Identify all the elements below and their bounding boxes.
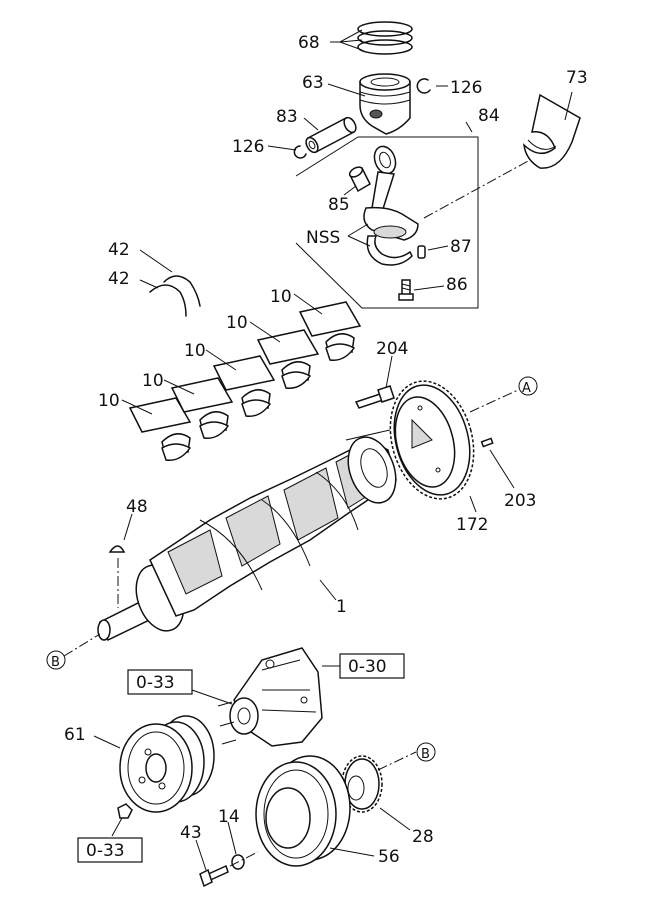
gear-bolt [354, 355, 395, 409]
svg-text:0-30: 0-30 [348, 657, 387, 677]
callout-10-a: 10 [98, 391, 120, 411]
reference-0-30[interactable]: 0-30 [339, 653, 405, 679]
conrod-group-frame [295, 121, 479, 309]
connecting-rod [363, 145, 531, 266]
callout-73: 73 [566, 68, 588, 88]
crank-pulley [93, 715, 215, 813]
dowel-pin [417, 245, 449, 259]
svg-text:B: B [421, 747, 430, 762]
callout-83: 83 [276, 107, 298, 127]
callout-63: 63 [302, 73, 324, 93]
callout-14: 14 [218, 807, 240, 827]
circlip-lower [267, 145, 307, 159]
oil-pump-gear [341, 751, 417, 831]
callout-1: 1 [336, 597, 347, 617]
main-bearing-3 [205, 349, 276, 417]
crankshaft-gear [389, 380, 477, 513]
callout-126-upper: 126 [450, 78, 482, 98]
pulley-bolt [195, 839, 229, 888]
pulley-nut [111, 803, 133, 837]
circlip-upper [416, 78, 448, 94]
nss-leader [347, 223, 371, 247]
vibration-damper [255, 755, 375, 867]
bearing-line [345, 429, 391, 441]
main-bearing-2 [163, 377, 234, 439]
svg-text:0-33: 0-33 [136, 673, 175, 693]
callout-204: 204 [376, 339, 408, 359]
crankshaft [97, 436, 397, 642]
conrod-bolt [398, 279, 445, 301]
callout-42-upper: 42 [108, 240, 130, 260]
callout-86: 86 [446, 275, 468, 295]
callout-126-lower: 126 [232, 137, 264, 157]
ref-b-line [63, 633, 101, 657]
piston [327, 73, 411, 135]
callout-42-lower: 42 [108, 269, 130, 289]
reference-0-33-top[interactable]: 0-33 [127, 669, 193, 695]
svg-text:0-33: 0-33 [86, 841, 125, 861]
small-end-bushing [343, 166, 371, 196]
marker-a: A [518, 376, 538, 396]
thrust-washers [139, 249, 201, 317]
callout-28: 28 [412, 827, 434, 847]
main-bearing-1 [121, 397, 192, 461]
callout-10-d: 10 [226, 313, 248, 333]
piston-pin [303, 116, 357, 154]
center-line [229, 851, 259, 867]
callout-68: 68 [298, 33, 320, 53]
main-bearing-set [121, 293, 362, 461]
callout-10-c: 10 [184, 341, 206, 361]
callout-87: 87 [450, 237, 472, 257]
callout-56: 56 [378, 847, 400, 867]
gear-pin [480, 437, 515, 489]
svg-text:A: A [522, 381, 531, 396]
callout-48: 48 [126, 497, 148, 517]
callout-labels: 68 63 126 73 83 84 126 85 NSS 87 86 42 4… [64, 33, 588, 867]
reference-0-33-bottom[interactable]: 0-33 [77, 837, 143, 863]
main-bearing-5 [293, 293, 362, 361]
callout-10-e: 10 [270, 287, 292, 307]
spacer [227, 821, 245, 870]
woodruff-key [108, 513, 133, 608]
callout-85: 85 [328, 195, 350, 215]
main-bearing-4 [249, 321, 320, 389]
marker-b-gear: B [416, 742, 436, 762]
callout-43: 43 [180, 823, 202, 843]
svg-text:B: B [51, 655, 60, 670]
callout-84: 84 [478, 106, 500, 126]
callout-nss: NSS [306, 228, 340, 248]
callout-61: 61 [64, 725, 86, 745]
bearing-shell-upper [522, 91, 581, 169]
marker-b-left: B [46, 650, 66, 670]
front-housing [191, 647, 340, 747]
callout-172: 172 [456, 515, 488, 535]
piston-rings [330, 21, 413, 55]
callout-203: 203 [504, 491, 536, 511]
ref-a-line [469, 389, 519, 413]
callout-10-b: 10 [142, 371, 164, 391]
